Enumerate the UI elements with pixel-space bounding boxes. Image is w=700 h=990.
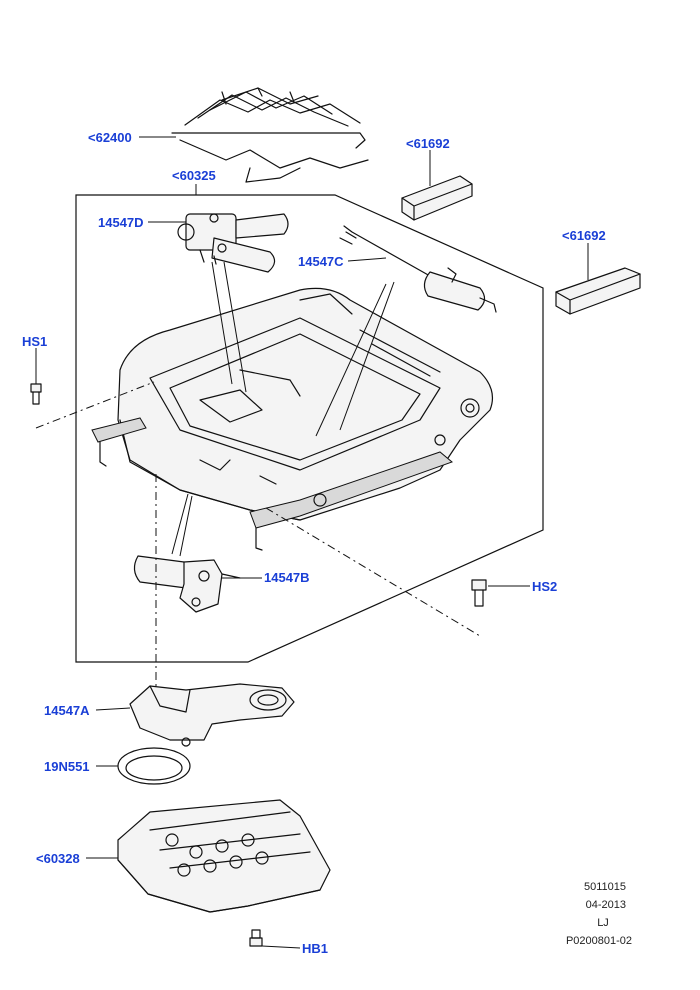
leader-motor-a (95, 707, 131, 711)
info-date: 04-2013 (586, 899, 626, 911)
callout-wire-mat[interactable]: <62400 (88, 130, 132, 145)
info-ref: P0200801-02 (566, 935, 632, 947)
callout-motor-d[interactable]: 14547D (98, 215, 144, 230)
callout-frame-assembly[interactable]: <60325 (172, 168, 216, 183)
callout-cover-lower[interactable]: <61692 (562, 228, 606, 243)
motor-c-part[interactable] (339, 225, 497, 313)
screw-hs1-part[interactable] (30, 383, 42, 405)
info-initials: LJ (597, 917, 609, 929)
callout-cover-upper[interactable]: <61692 (406, 136, 450, 151)
cover-upper-part[interactable] (401, 175, 473, 221)
callout-motor-b[interactable]: 14547B (264, 570, 310, 585)
bolt-hb1-part[interactable] (249, 929, 263, 947)
leader-hb1 (261, 945, 301, 949)
callout-screw-hs1[interactable]: HS1 (22, 334, 47, 349)
callout-base-panel[interactable]: <60328 (36, 851, 80, 866)
callout-gasket[interactable]: 19N551 (44, 759, 90, 774)
motor-b-part[interactable] (133, 555, 241, 613)
gasket-part[interactable] (117, 747, 191, 785)
assembly-frame (75, 194, 544, 663)
callout-motor-a[interactable]: 14547A (44, 703, 90, 718)
callout-screw-hs2[interactable]: HS2 (532, 579, 557, 594)
leader-motor-c (347, 257, 387, 262)
base-panel-part[interactable] (117, 799, 331, 913)
screw-hs2-part[interactable] (471, 579, 487, 607)
callout-motor-c[interactable]: 14547C (298, 254, 344, 269)
callout-bolt-hb1[interactable]: HB1 (302, 941, 328, 956)
seat-frame-part[interactable] (91, 287, 493, 551)
motor-a-part[interactable] (129, 683, 295, 747)
motor-d-part[interactable] (177, 213, 289, 273)
info-code: 5011015 (584, 881, 626, 893)
wire-mat-part[interactable] (171, 87, 369, 183)
cover-lower-part[interactable] (555, 267, 641, 315)
